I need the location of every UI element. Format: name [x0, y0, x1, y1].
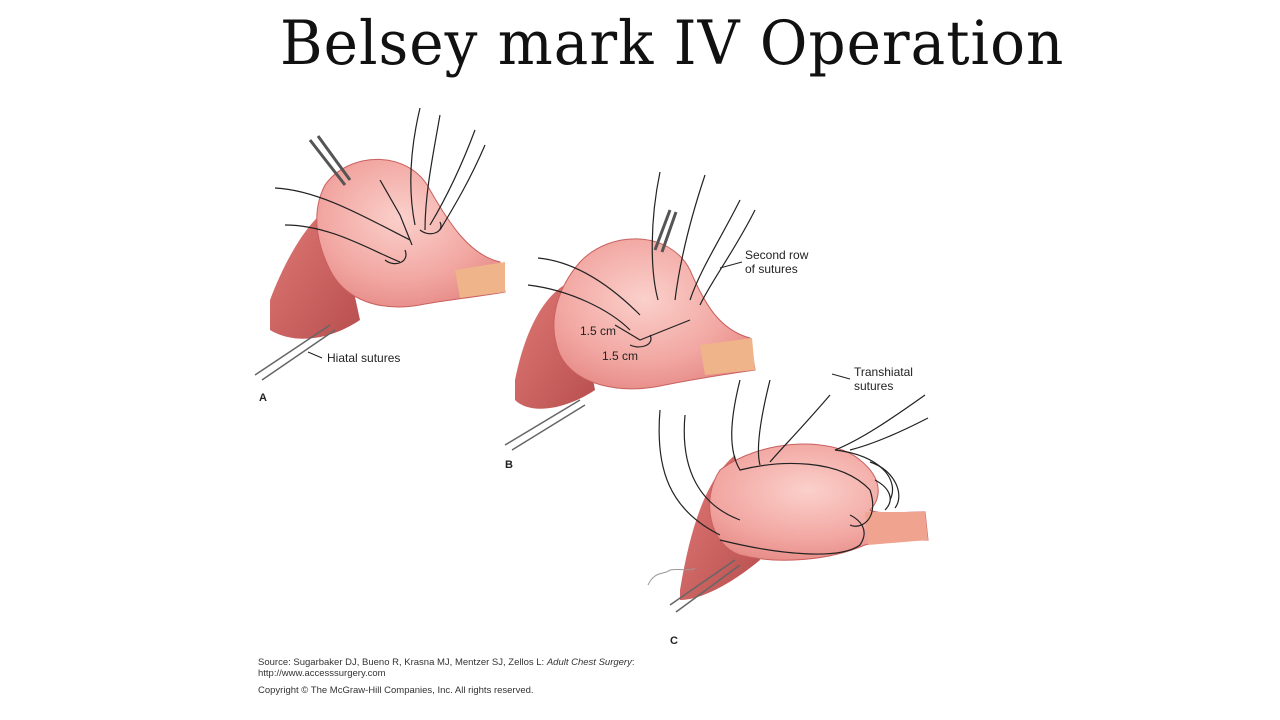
label-measure-2: 1.5 cm — [602, 349, 638, 363]
source-prefix: Source: Sugarbaker DJ, Bueno R, Krasna M… — [258, 657, 547, 668]
label-transhiatal: Transhiatal — [854, 365, 913, 379]
panel-letter-b: B — [505, 459, 513, 471]
panel-c-illustration — [647, 379, 929, 613]
label-hiatal-sutures: Hiatal sutures — [327, 351, 400, 365]
panel-letter-a: A — [259, 392, 267, 404]
panel-letter-c: C — [670, 635, 678, 647]
panel-a-illustration — [254, 107, 506, 381]
source-citation: Source: Sugarbaker DJ, Bueno R, Krasna M… — [258, 657, 634, 696]
label-second-row: Second row — [745, 248, 809, 262]
panel-b-illustration — [504, 171, 756, 451]
source-suffix: : — [631, 657, 635, 668]
label-transhiatal-sutures: sutures — [854, 379, 893, 393]
label-measure-1: 1.5 cm — [580, 324, 616, 338]
slide-title: Belsey mark IV Operation — [280, 7, 1065, 79]
copyright-notice: Copyright © The McGraw-Hill Companies, I… — [258, 685, 534, 696]
source-book: Adult Chest Surgery — [546, 657, 632, 668]
source-url: http://www.accesssurgery.com — [258, 668, 386, 679]
label-of-sutures: of sutures — [745, 262, 798, 276]
